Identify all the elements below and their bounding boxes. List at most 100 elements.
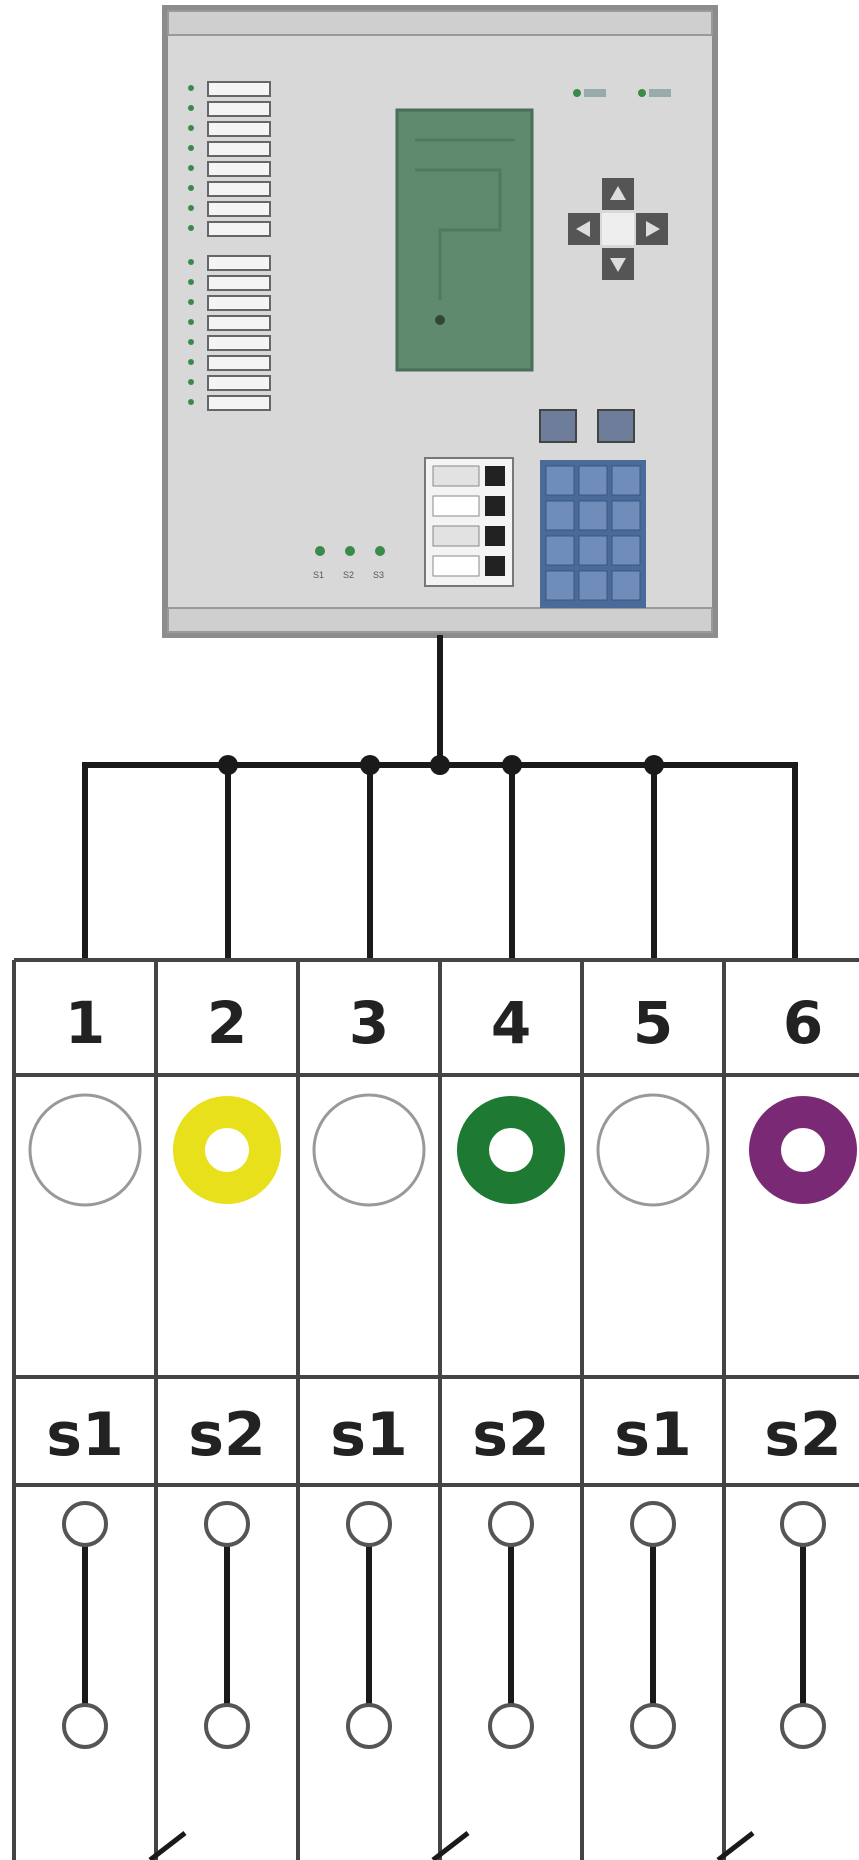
down-arrow-icon bbox=[610, 258, 626, 272]
junction-dots bbox=[218, 755, 664, 775]
status-led bbox=[188, 205, 194, 211]
switch-label bbox=[432, 525, 480, 547]
keypad-key[interactable] bbox=[578, 500, 608, 531]
keypad-key[interactable] bbox=[611, 570, 641, 601]
switch-button[interactable] bbox=[485, 496, 505, 516]
status-led bbox=[188, 185, 194, 191]
status-led bbox=[188, 125, 194, 131]
contact-top bbox=[630, 1501, 676, 1547]
lcd-display bbox=[395, 108, 534, 372]
status-led bbox=[188, 225, 194, 231]
switch-label bbox=[432, 465, 480, 487]
function-button-left[interactable] bbox=[539, 409, 577, 443]
terminal-number: 6 bbox=[783, 989, 823, 1057]
switch-button[interactable] bbox=[485, 526, 505, 546]
status-led bbox=[188, 85, 194, 91]
led-label-slot bbox=[207, 355, 271, 371]
ring-hole bbox=[205, 1128, 249, 1172]
signal-label: s1 bbox=[46, 1400, 123, 1470]
status-led bbox=[188, 165, 194, 171]
led-label-slot bbox=[207, 141, 271, 157]
relay-bottom-bar bbox=[167, 607, 713, 633]
led-label-slot bbox=[207, 295, 271, 311]
nav-center bbox=[602, 213, 634, 245]
label-strip bbox=[424, 457, 514, 587]
relay-top-bar bbox=[167, 10, 713, 36]
empty-ring-marker bbox=[28, 1093, 142, 1207]
keypad-key[interactable] bbox=[545, 535, 575, 566]
terminal-4: 4s2 bbox=[457, 989, 565, 1749]
keypad-key[interactable] bbox=[545, 500, 575, 531]
led-label-slot bbox=[207, 375, 271, 391]
empty-ring-marker bbox=[596, 1093, 710, 1207]
bottom-led-label-1: S1 bbox=[313, 570, 324, 580]
led-label-slot bbox=[207, 81, 271, 97]
keypad-key[interactable] bbox=[578, 465, 608, 496]
terminal-2: 2s2 bbox=[173, 989, 281, 1749]
led-label-slot bbox=[207, 101, 271, 117]
status-led bbox=[188, 145, 194, 151]
terminal-number: 4 bbox=[491, 989, 531, 1057]
contact-top bbox=[204, 1501, 250, 1547]
ring-hole bbox=[489, 1128, 533, 1172]
right-arrow-icon bbox=[646, 221, 660, 237]
led-label-slot bbox=[207, 121, 271, 137]
function-button-right[interactable] bbox=[597, 409, 635, 443]
status-indicators bbox=[573, 89, 671, 97]
switch-button[interactable] bbox=[485, 466, 505, 486]
keypad-key[interactable] bbox=[545, 570, 575, 601]
ground-slash bbox=[148, 1831, 187, 1860]
terminal-1: 1s1 bbox=[28, 989, 142, 1749]
contact-top bbox=[488, 1501, 534, 1547]
status-led bbox=[188, 319, 194, 325]
status-led bbox=[188, 279, 194, 285]
led-label-slot bbox=[207, 395, 271, 411]
led-label-slot bbox=[207, 221, 271, 237]
status-led bbox=[188, 339, 194, 345]
terminal-number: 2 bbox=[207, 989, 247, 1057]
keypad-key[interactable] bbox=[611, 500, 641, 531]
led-label-slot bbox=[207, 315, 271, 331]
led-label-slot bbox=[207, 201, 271, 217]
bottom-led-label-3: S3 bbox=[373, 570, 384, 580]
led-label-slot bbox=[207, 335, 271, 351]
status-led bbox=[188, 299, 194, 305]
terminal-3: 3s1 bbox=[312, 989, 426, 1749]
terminal-block: 1s1 2s2 3s1 4s2 5 s1 6s2 bbox=[12, 958, 859, 1860]
keypad-key[interactable] bbox=[611, 535, 641, 566]
signal-label: s1 bbox=[330, 1400, 407, 1470]
led-label-slot bbox=[207, 255, 271, 271]
keypad-key[interactable] bbox=[578, 535, 608, 566]
bottom-led-label-2: S2 bbox=[343, 570, 354, 580]
bottom-leds: S1 S2 S3 bbox=[313, 546, 385, 580]
contact-bottom bbox=[630, 1703, 676, 1749]
navigation-pad[interactable] bbox=[568, 178, 668, 280]
left-arrow-icon bbox=[576, 221, 590, 237]
up-arrow-icon bbox=[610, 186, 626, 200]
signal-label: s1 bbox=[614, 1400, 691, 1470]
switch-button[interactable] bbox=[485, 556, 505, 576]
bus-bar bbox=[82, 762, 798, 960]
status-led bbox=[188, 359, 194, 365]
numeric-keypad[interactable] bbox=[540, 460, 646, 608]
ground-slash bbox=[716, 1831, 755, 1860]
ground-slash bbox=[431, 1831, 470, 1860]
terminal-5: 5 s1 bbox=[596, 989, 710, 1749]
contact-bottom bbox=[62, 1703, 108, 1749]
status-led bbox=[188, 379, 194, 385]
contact-bottom bbox=[346, 1703, 392, 1749]
led-column bbox=[188, 81, 271, 411]
wiring bbox=[82, 635, 798, 960]
terminal-number: 5 bbox=[633, 989, 673, 1057]
terminal-6: 6s2 bbox=[749, 989, 857, 1749]
status-led bbox=[188, 105, 194, 111]
keypad-key[interactable] bbox=[578, 570, 608, 601]
keypad-key[interactable] bbox=[545, 465, 575, 496]
contact-bottom bbox=[204, 1703, 250, 1749]
contact-bottom bbox=[488, 1703, 534, 1749]
switch-label bbox=[432, 495, 480, 517]
empty-ring-marker bbox=[312, 1093, 426, 1207]
keypad-key[interactable] bbox=[611, 465, 641, 496]
led-label-slot bbox=[207, 181, 271, 197]
